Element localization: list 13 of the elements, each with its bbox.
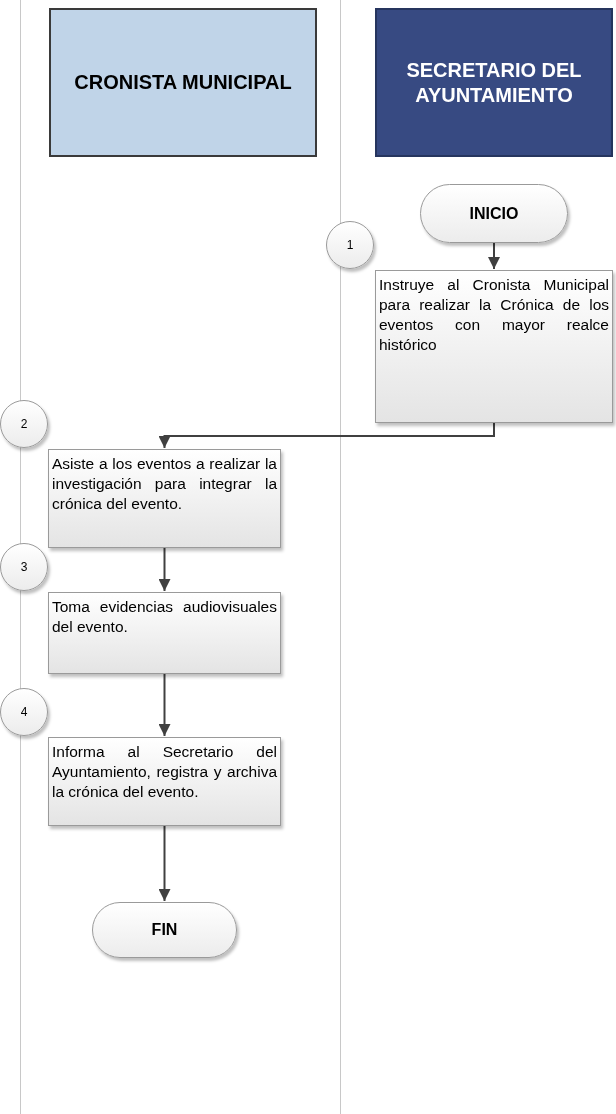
process-box: Instruye al Cronista Municipal para realizar la Crónica de los eventos con mayor realce histórico [375,270,613,423]
lane-header: CRONISTA MUNICIPAL [49,8,317,157]
arrow [158,547,171,592]
terminal-pill: FIN [92,902,237,958]
process-box: Informa al Secretario del Ayuntamiento, registra y archiva la crónica del evento. [48,737,281,826]
process-box: Toma evidencias audiovisuales del evento. [48,592,281,674]
arrow [158,825,171,902]
arrow [158,422,495,449]
terminal-pill: INICIO [420,184,568,243]
process-box: Asiste a los eventos a realizar la investigación para integrar la crónica del evento. [48,449,281,548]
arrow [158,673,171,737]
lane-header: SECRETARIO DEL AYUNTAMIENTO [375,8,613,157]
arrow [488,242,500,270]
